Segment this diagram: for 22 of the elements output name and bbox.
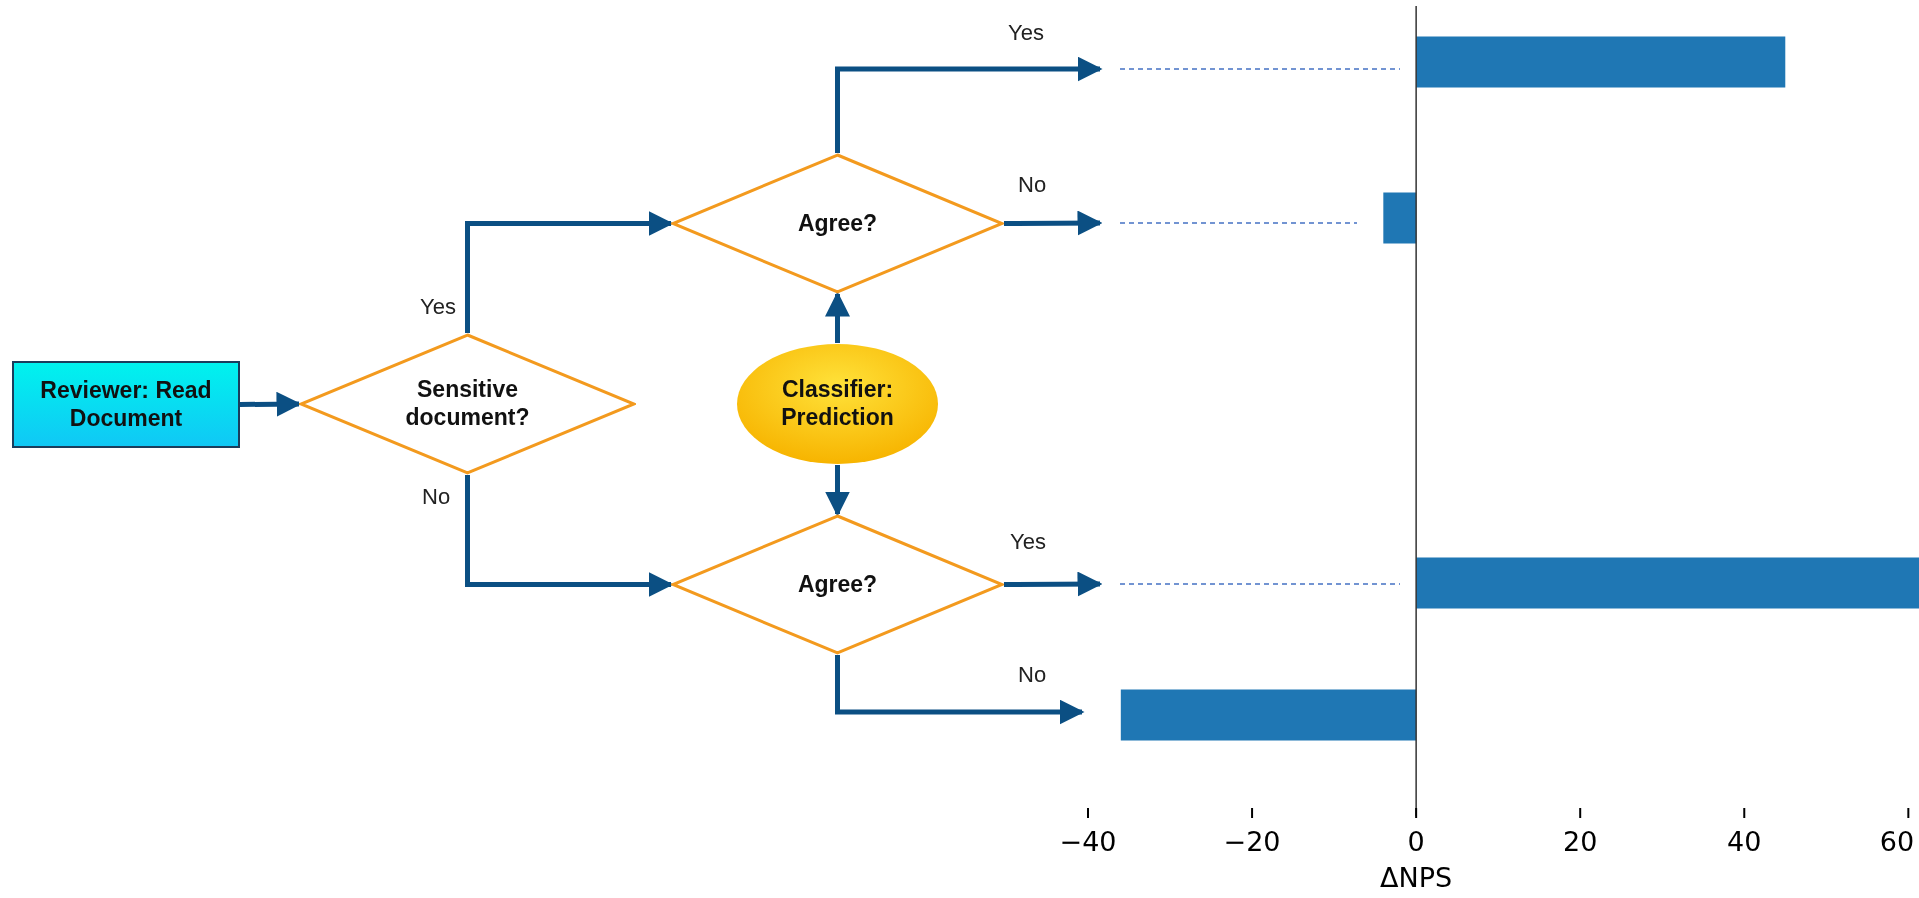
tick-label: 0 <box>1407 826 1425 857</box>
arrow <box>825 291 850 343</box>
arrow <box>825 465 850 517</box>
arrow <box>835 655 1085 725</box>
node-label: Reviewer: Read Document <box>39 376 213 433</box>
arrow <box>1004 571 1103 597</box>
arrow <box>465 211 674 333</box>
arrow <box>835 56 1103 153</box>
node-label: Sensitive document? <box>404 376 531 432</box>
process-box <box>12 361 240 448</box>
arrow <box>465 475 674 597</box>
axis-title: ΔNPS <box>1380 862 1453 893</box>
tick-label: 60 <box>1879 826 1915 857</box>
node-label: Agree? <box>797 209 878 238</box>
tick-label: 20 <box>1563 826 1598 857</box>
node-label: Agree? <box>797 570 878 599</box>
tick-label: −20 <box>1223 826 1281 857</box>
tick-label: 40 <box>1727 826 1762 857</box>
node-label: Classifier: Prediction <box>780 376 895 432</box>
tick-label: −40 <box>1059 826 1117 857</box>
arrow <box>240 391 302 417</box>
arrow <box>1004 210 1103 236</box>
